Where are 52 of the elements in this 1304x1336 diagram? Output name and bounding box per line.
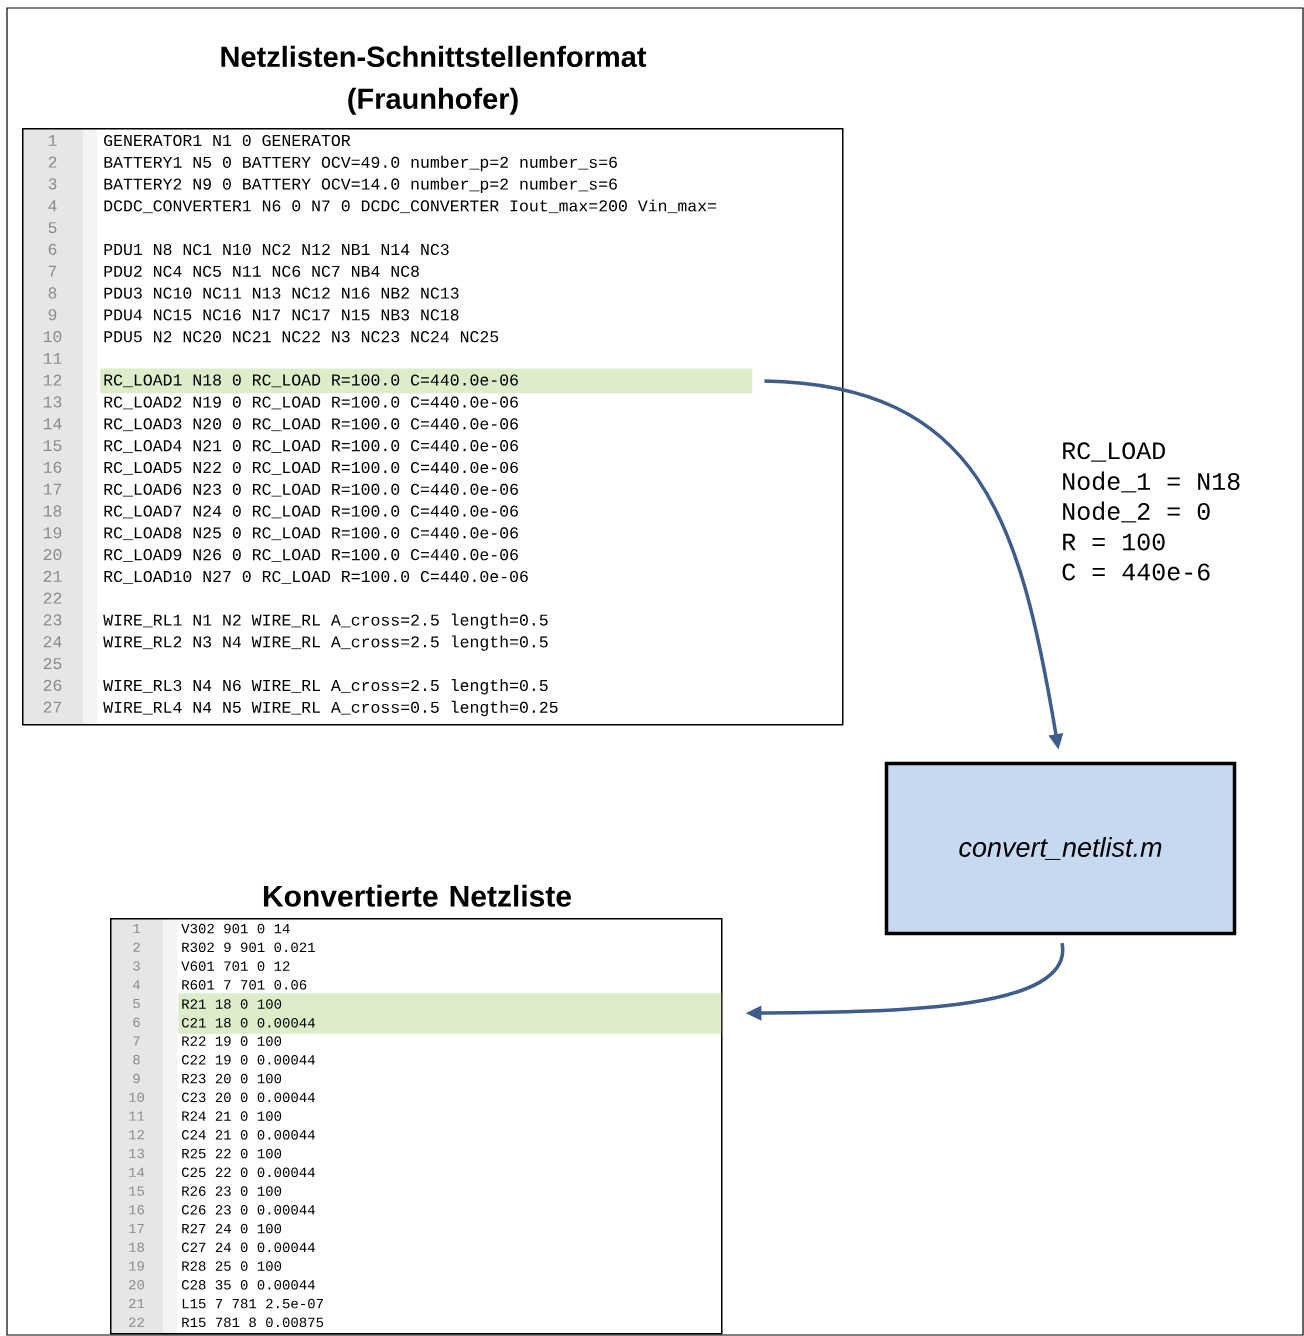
code-line: GENERATOR1 N1 0 GENERATOR xyxy=(104,134,351,147)
parameter-text: R = 100 xyxy=(1063,533,1165,551)
code-line: C27 24 0 0.00044 xyxy=(181,1242,315,1253)
code-line: WIRE_RL3 N4 N6 WIRE_RL A_cross=2.5 length=0.5 xyxy=(103,679,548,695)
code-line: PDU4 NC15 NC16 N17 NC17 N15 NB3 NC18 xyxy=(104,309,459,321)
heading: Konvertierte Netzliste xyxy=(263,884,571,907)
code-line: PDU2 NC4 NC5 N11 NC6 NC7 NB4 NC8 xyxy=(104,265,419,277)
code-line: BATTERY1 N5 0 BATTERY OCV=49.0 number_p=2 number_s=6 xyxy=(104,155,617,172)
code-line: WIRE_RL2 N3 N4 WIRE_RL A_cross=2.5 length=0.5 xyxy=(103,635,548,651)
code-line: WIRE_RL4 N4 N5 WIRE_RL A_cross=0.5 length=0.25 xyxy=(103,700,558,717)
code-line: R25 22 0 100 xyxy=(182,1148,282,1159)
code-line: RC_LOAD3 N20 0 RC_LOAD R=100.0 C=440.0e-06 xyxy=(104,418,518,432)
code-line: RC_LOAD9 N26 0 RC_LOAD R=100.0 C=440.0e-06 xyxy=(104,549,518,562)
code-line: RC_LOAD7 N24 0 RC_LOAD R=100.0 C=440.0e-06 xyxy=(104,505,518,519)
code-line: DCDC_CONVERTER1 N6 0 N7 0 DCDC_CONVERTER Iout_max=200 Vin_max= xyxy=(104,199,717,214)
code-line: RC_LOAD6 N23 0 RC_LOAD R=100.0 C=440.0e-06 xyxy=(104,483,518,497)
code-line: RC_LOAD2 N19 0 RC_LOAD R=100.0 C=440.0e-06 xyxy=(104,396,518,410)
code-line: V302 901 0 14 xyxy=(181,923,290,934)
line-numbers: 1 2 3 4 5 6 7 8 9 10 11 12 13 14 15 16 17 18 19 20 21 22 xyxy=(129,923,145,1327)
code-line: RC_LOAD5 N22 0 RC_LOAD R=100.0 C=440.0e-06 xyxy=(104,461,518,475)
parameter-text: RC_LOAD xyxy=(1063,442,1165,462)
parameter-text: Node_2 = 0 xyxy=(1063,501,1210,523)
heading: Netzlisten-Schnittstellenformat (Fraunhofer) xyxy=(221,45,647,115)
code-line: RC_LOAD4 N21 0 RC_LOAD R=100.0 C=440.0e-06 xyxy=(104,440,518,453)
parameter-text: Node_1 = N18 xyxy=(1063,471,1240,493)
code-line: PDU1 N8 NC1 N10 NC2 N12 NB1 N14 NC3 xyxy=(104,243,449,256)
code-line: L15 7 781 2.5e-07 xyxy=(182,1298,323,1309)
code-line: RC_LOAD8 N25 0 RC_LOAD R=100.0 C=440.0e-06 xyxy=(104,527,518,541)
code-line: WIRE_RL1 N1 N2 WIRE_RL A_cross=2.5 length=0.5 xyxy=(103,613,548,629)
code-line: RC_LOAD10 N27 0 RC_LOAD R=100.0 C=440.0e-06 xyxy=(104,570,528,584)
code-line: C25 22 0 0.00044 xyxy=(181,1167,315,1178)
code-line: PDU3 NC10 NC11 N13 NC12 N16 NB2 NC13 xyxy=(104,287,459,299)
code-line: V601 701 0 12 xyxy=(181,961,290,971)
process-box: convert_netlist.m xyxy=(884,761,1237,936)
code-line: R28 25 0 100 xyxy=(182,1261,282,1271)
code-line: C28 35 0 0.00044 xyxy=(181,1280,315,1290)
code-line: R22 19 0 100 xyxy=(182,1036,282,1046)
code-line: C26 23 0 0.00044 xyxy=(181,1205,315,1215)
code-line: C22 19 0 0.00044 xyxy=(181,1055,315,1065)
code-line: R24 21 0 100 xyxy=(182,1111,282,1121)
code-line: R302 9 901 0.021 xyxy=(182,942,315,953)
code-line: R23 20 0 100 xyxy=(182,1073,282,1084)
code-line: C24 21 0 0.00044 xyxy=(181,1130,315,1140)
code-line: R26 23 0 100 xyxy=(182,1186,282,1196)
code-line: R15 781 8 0.00875 xyxy=(182,1317,324,1328)
code-line: C23 20 0 0.00044 xyxy=(181,1092,315,1103)
code-line: PDU5 N2 NC20 NC21 NC22 N3 NC23 NC24 NC25 xyxy=(104,331,499,343)
line-numbers: 1 2 3 4 5 6 7 8 9 10 11 12 13 14 15 16 17 18 19 20 21 22 23 24 25 26 27 xyxy=(43,134,62,713)
parameter-text: C = 440e-6 xyxy=(1062,563,1210,581)
code-line: R601 7 701 0.06 xyxy=(182,980,307,990)
code-line: BATTERY2 N9 0 BATTERY OCV=14.0 number_p=2 number_s=6 xyxy=(104,177,617,193)
code-line: R27 24 0 100 xyxy=(182,1223,282,1234)
